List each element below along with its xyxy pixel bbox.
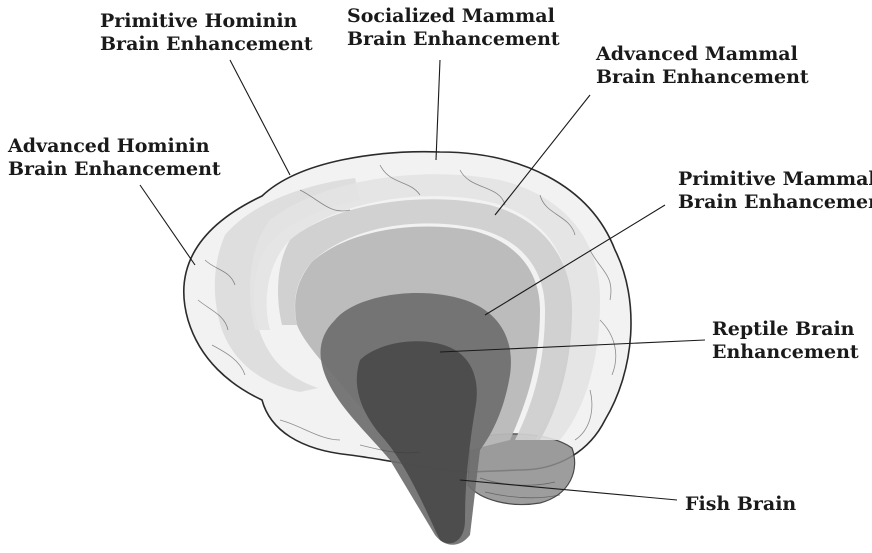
label-fish: Fish Brain bbox=[685, 493, 796, 516]
label-advanced-hominin: Advanced Hominin Brain Enhancement bbox=[8, 135, 221, 181]
label-primitive-hominin-line2: Brain Enhancement bbox=[100, 33, 313, 56]
label-socialized-mammal: Socialized Mammal Brain Enhancement bbox=[347, 5, 560, 51]
label-fish-line1: Fish Brain bbox=[685, 493, 796, 516]
label-reptile-line1: Reptile Brain bbox=[712, 318, 859, 341]
label-socialized-mammal-line2: Brain Enhancement bbox=[347, 28, 560, 51]
label-advanced-hominin-line1: Advanced Hominin bbox=[8, 135, 221, 158]
label-primitive-hominin: Primitive Hominin Brain Enhancement bbox=[100, 10, 313, 56]
label-reptile-line2: Enhancement bbox=[712, 341, 859, 364]
label-socialized-mammal-line1: Socialized Mammal bbox=[347, 5, 560, 28]
label-reptile: Reptile Brain Enhancement bbox=[712, 318, 859, 364]
label-advanced-mammal: Advanced Mammal Brain Enhancement bbox=[596, 43, 809, 89]
label-primitive-mammal: Primitive Mammal Brain Enhancement bbox=[678, 168, 872, 214]
leader-socialized-mammal bbox=[436, 60, 440, 160]
leader-primitive-hominin bbox=[230, 60, 290, 175]
leader-advanced-hominin bbox=[140, 185, 195, 265]
label-primitive-mammal-line1: Primitive Mammal bbox=[678, 168, 872, 191]
label-primitive-hominin-line1: Primitive Hominin bbox=[100, 10, 313, 33]
label-advanced-hominin-line2: Brain Enhancement bbox=[8, 158, 221, 181]
label-advanced-mammal-line1: Advanced Mammal bbox=[596, 43, 809, 66]
label-advanced-mammal-line2: Brain Enhancement bbox=[596, 66, 809, 89]
label-primitive-mammal-line2: Brain Enhancement bbox=[678, 191, 872, 214]
